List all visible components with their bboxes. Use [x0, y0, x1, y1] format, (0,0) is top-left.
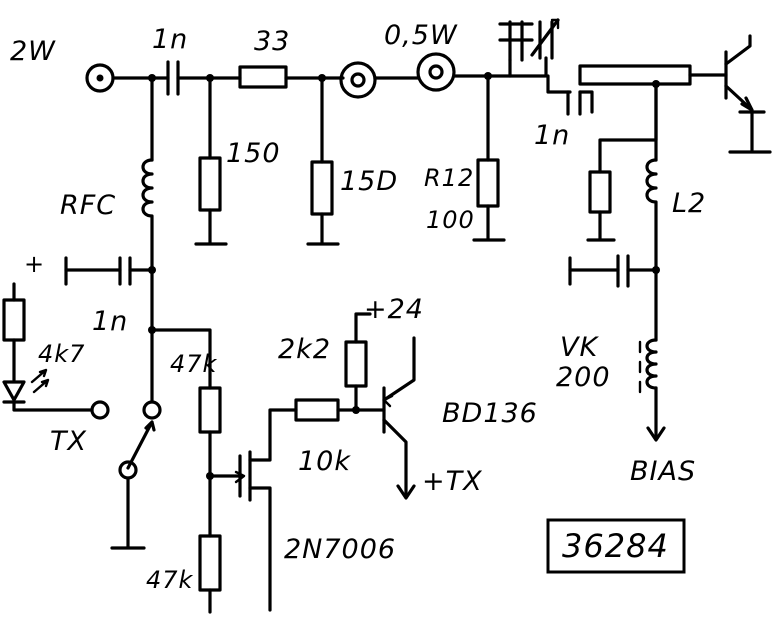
output-transistor: [724, 34, 772, 154]
label-tx: TX: [50, 426, 87, 457]
svg-text:36284: 36284: [562, 527, 669, 565]
mosfet-2n7006: [208, 408, 298, 612]
label-r12-value: 100: [426, 206, 475, 234]
ground-switch: [110, 476, 146, 550]
label-cap-out: 1n: [534, 120, 570, 151]
ground-r12: [472, 204, 506, 242]
label-2k2: 2k2: [278, 334, 331, 365]
label-2n7006: 2N7006: [284, 534, 396, 565]
switch-contact-top: [142, 400, 162, 420]
label-power-rating: 0,5W: [384, 20, 458, 51]
inductor-rfc: [141, 158, 154, 272]
label-47k-top: 47k: [170, 350, 218, 378]
reference-stamp: 36284: [546, 518, 686, 574]
coax-attenuator-2: [416, 52, 456, 92]
inductor-vk200: [645, 338, 658, 390]
label-47k-bottom: 47k: [146, 566, 194, 594]
tx-input-terminal: [90, 400, 110, 420]
label-bias: BIAS: [630, 456, 696, 487]
ground-150-2: [306, 212, 340, 246]
resistor-33: [238, 65, 288, 89]
ground-bias-shunt: [586, 210, 616, 242]
label-res-4k7: 4k7: [38, 340, 85, 368]
resistor-bias-shunt: [588, 170, 612, 214]
label-r12-name: R12: [424, 164, 474, 192]
resistor-10k: [294, 398, 340, 422]
label-led-supply: +: [24, 250, 45, 278]
wire-bias-res: [598, 82, 658, 174]
label-bd136: BD136: [442, 398, 538, 429]
trimmer-capacitor-pair: [498, 18, 560, 78]
label-res-150-1: 150: [226, 138, 281, 169]
led-tx-indicator: [2, 368, 94, 412]
label-vk: VK: [560, 332, 599, 363]
switch-lever: [126, 420, 156, 470]
wire-bias-out: [646, 386, 666, 442]
resistor-4k7: [2, 298, 26, 342]
capacitor-1n-rfc: [64, 256, 154, 286]
label-2w: 2W: [10, 36, 56, 67]
label-cap-in: 1n: [152, 24, 188, 55]
capacitor-decoupling-l2: [568, 254, 658, 288]
label-plus24: +24: [364, 294, 424, 325]
switch-contact-pivot: [118, 460, 138, 480]
label-res-150-2: 15D: [340, 166, 398, 197]
label-cap-rfc: 1n: [92, 306, 128, 337]
resistor-47k-top: [198, 386, 222, 434]
rf-input-connector: [85, 63, 115, 93]
resistor-150-2: [310, 160, 334, 216]
coax-attenuator-1: [339, 61, 377, 99]
label-l2: L2: [672, 188, 706, 219]
label-10k: 10k: [298, 446, 351, 477]
label-rfc: RFC: [60, 190, 116, 221]
capacitor-1n-output: [546, 74, 594, 116]
inductor-l2: [645, 158, 658, 272]
resistor-2k2: [344, 340, 368, 388]
wire-to-47k: [150, 328, 212, 390]
transistor-bd136: [382, 336, 416, 500]
label-plus-tx: +TX: [422, 466, 483, 497]
label-vk200-value: 200: [556, 362, 611, 393]
label-res-33: 33: [254, 26, 290, 57]
wire-24v: [354, 312, 372, 344]
resistor-47k-bottom: [198, 534, 222, 592]
resistor-r12: [476, 158, 500, 208]
stripline: [578, 64, 692, 86]
resistor-150-1: [198, 156, 222, 212]
ground-150-1: [194, 208, 228, 246]
